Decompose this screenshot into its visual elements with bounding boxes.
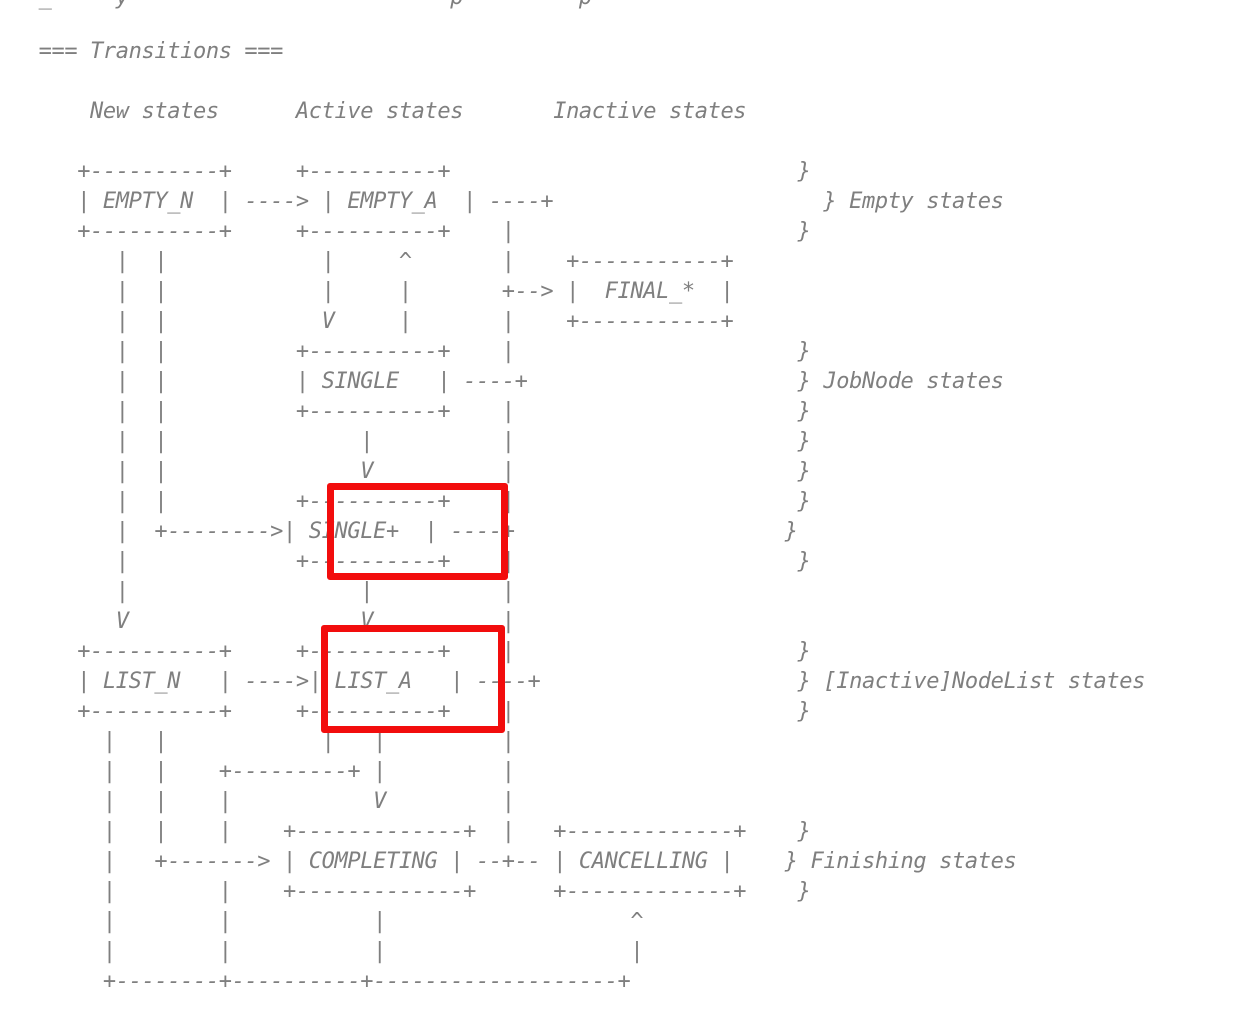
highlight-box-list-a — [321, 625, 505, 733]
section-heading: === Transitions === — [0, 39, 284, 64]
code-line: | | V | } — [0, 459, 811, 484]
code-line: | | | ^ — [0, 909, 644, 934]
code-line: | | +----------+ | } — [0, 399, 811, 424]
code-line-partial-top: _ y p p — [0, 0, 811, 13]
code-line: | | | — [0, 579, 515, 604]
code-line-single: | | | SINGLE | ----+ } JobNode states — [0, 369, 1004, 394]
code-line: +----------+ +----------+ } — [0, 159, 811, 184]
code-line-list: | LIST_N | ---->| LIST_A | ----+ } [Inac… — [0, 669, 1145, 694]
code-line: | | | V | — [0, 789, 515, 814]
code-line: | | +----------+ | } — [0, 339, 811, 364]
code-line: | | | +-------------+ | +-------------+ … — [0, 819, 811, 844]
code-line: +--------+----------+-------------------… — [0, 969, 631, 994]
code-line: +----------+ +----------+ | } — [0, 219, 811, 244]
code-line: | | +-------------+ +-------------+ } — [0, 879, 811, 904]
code-line: | | | ^ | +-----------+ — [0, 249, 734, 274]
code-line: | | +----------+ | } — [0, 489, 811, 514]
code-line: | | | | | — [0, 729, 515, 754]
code-line: | | +---------+ | | — [0, 759, 515, 784]
code-line: | | V | | +-----------+ — [0, 309, 734, 334]
code-line: | | | | — [0, 939, 644, 964]
code-line-finishing: | +-------> | COMPLETING | --+-- | CANCE… — [0, 849, 1017, 874]
code-line-final: | | | | +--> | FINAL_* | — [0, 279, 734, 304]
code-line-empty-states: | EMPTY_N | ----> | EMPTY_A | ----+ } Em… — [0, 189, 1004, 214]
column-headers: New states Active states Inactive states — [0, 99, 747, 124]
highlight-box-single-plus — [327, 483, 508, 580]
code-line: | | | | } — [0, 429, 811, 454]
